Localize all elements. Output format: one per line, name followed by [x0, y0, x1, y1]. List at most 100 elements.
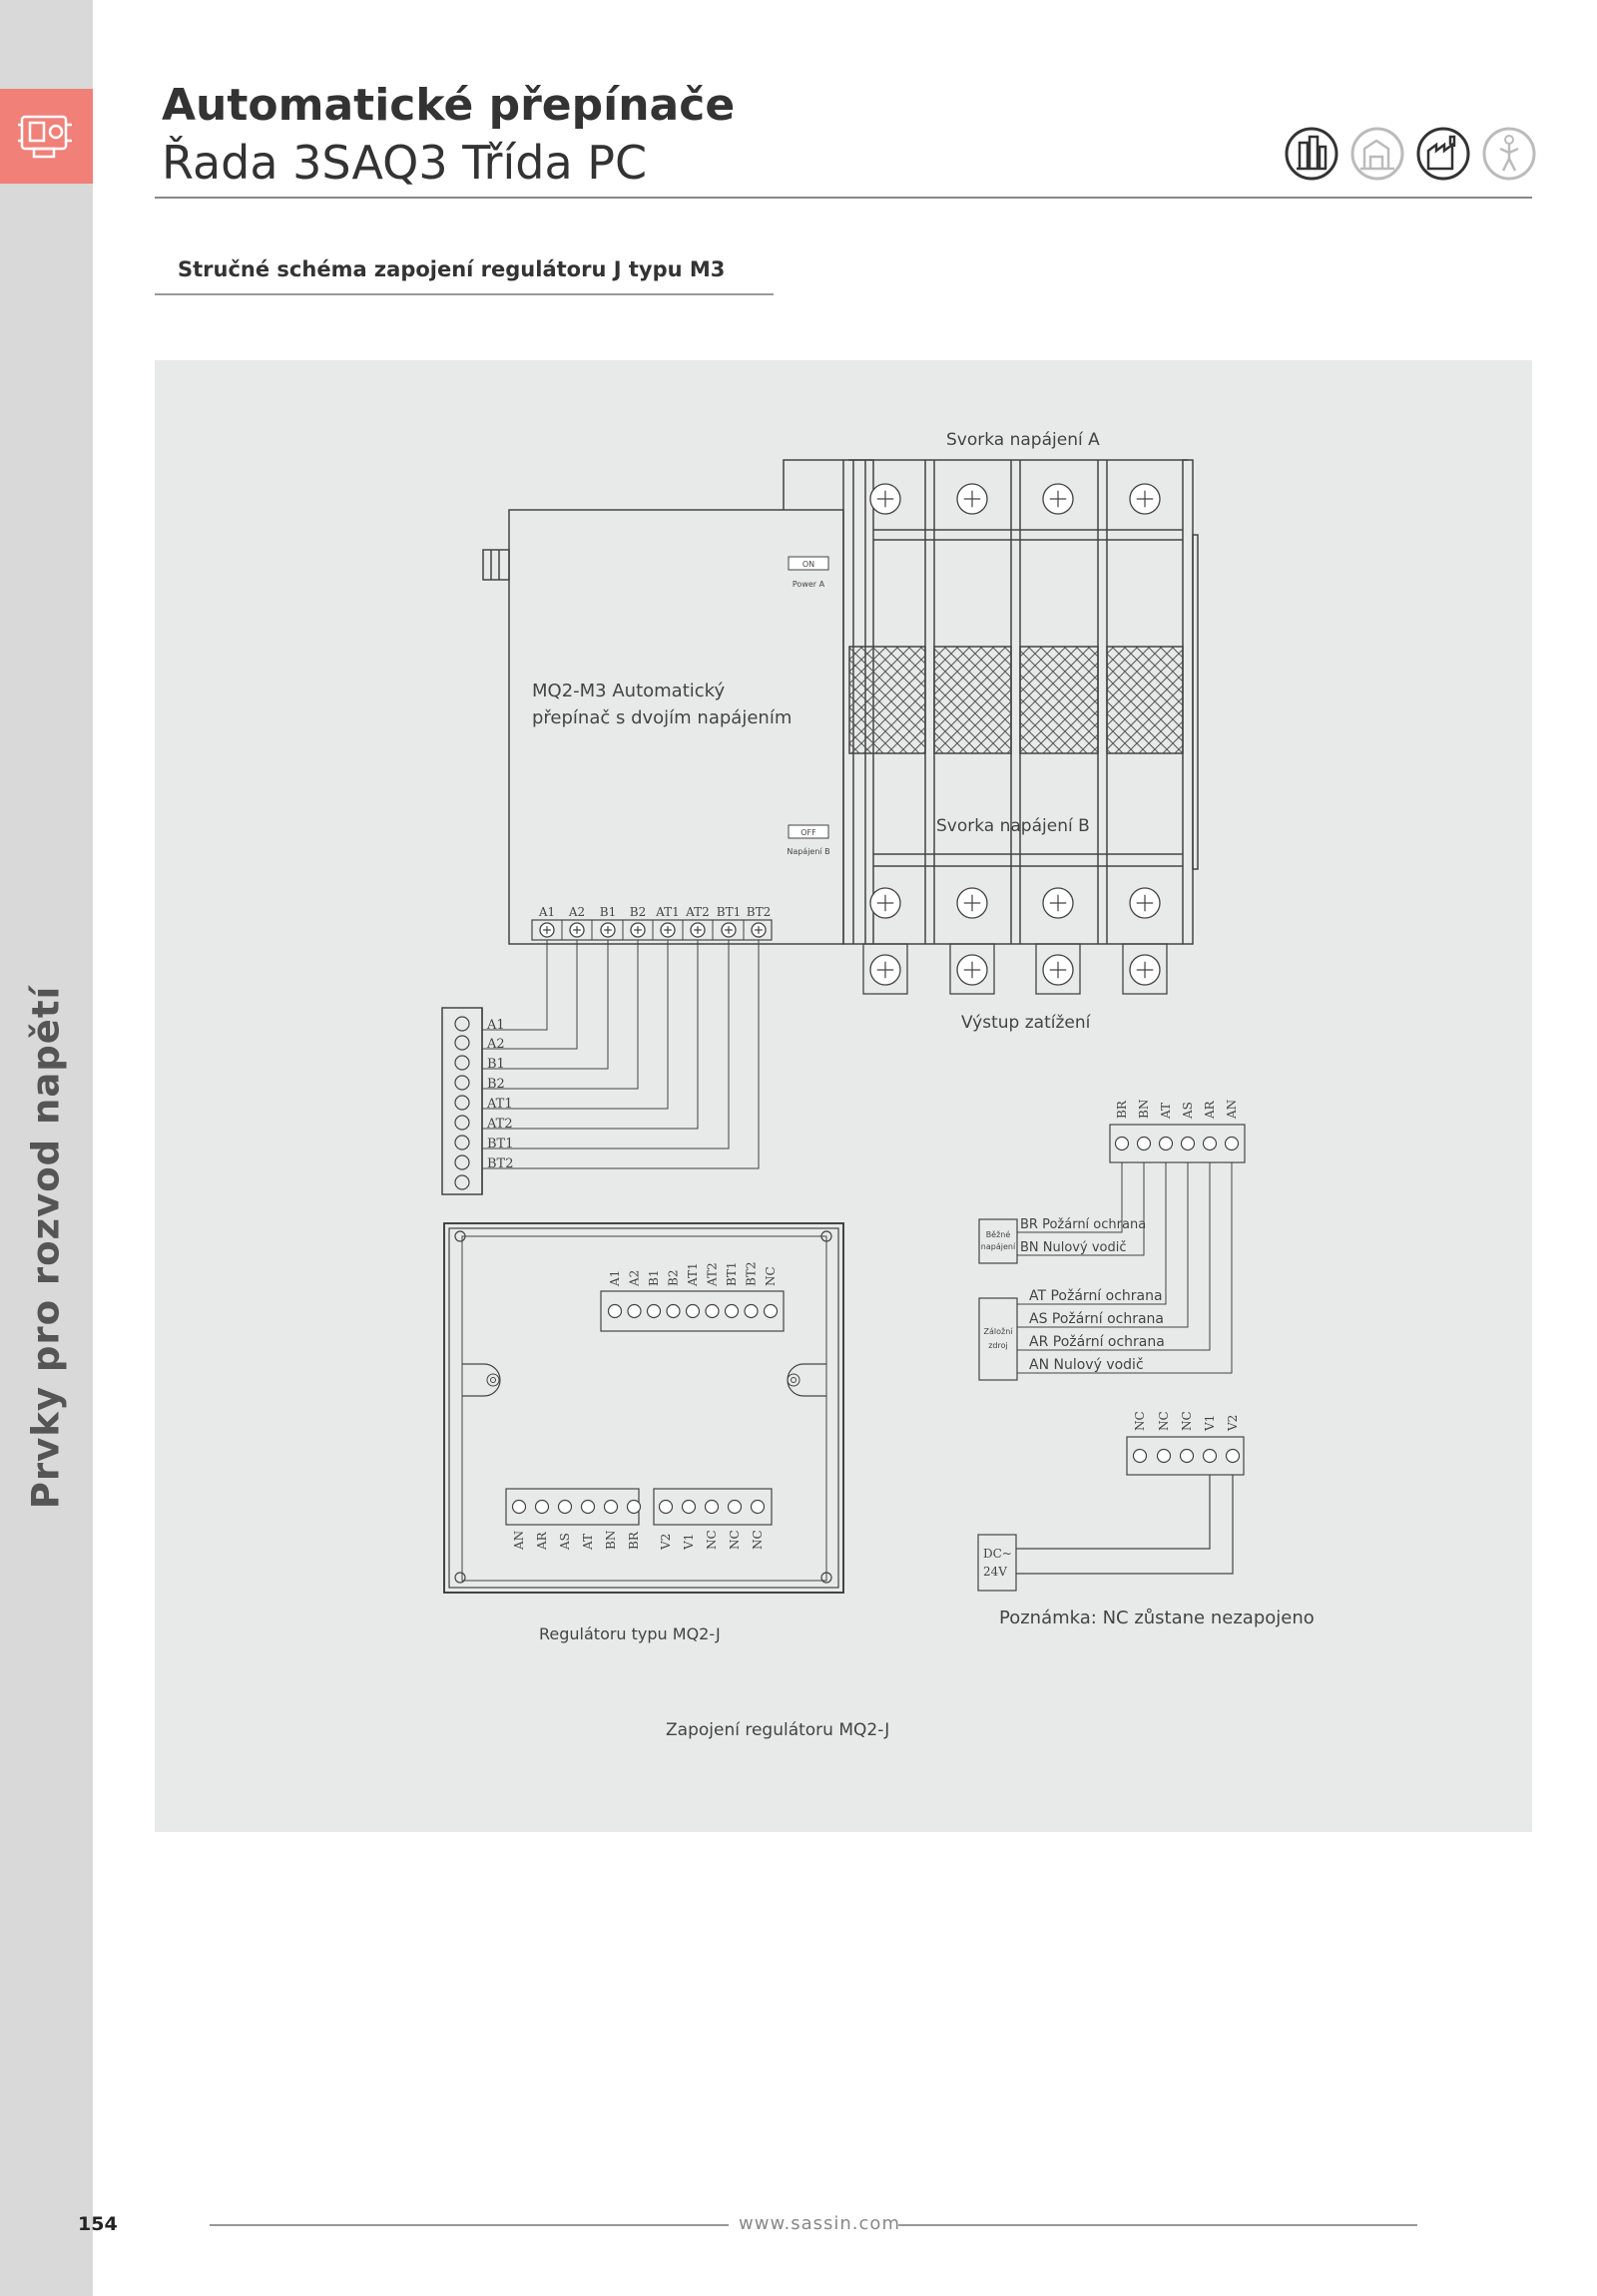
device-terminal-AT2 [690, 922, 706, 938]
device-terminal-label: B1 [600, 905, 616, 919]
footer-line-left [210, 2224, 729, 2226]
controller-top-label: AT1 [686, 1262, 700, 1287]
strip-terminal-label: A2 [486, 1037, 505, 1052]
footer-line-right [898, 2224, 1417, 2226]
strip-terminal-label: A1 [486, 1018, 505, 1033]
screw-b-3 [1042, 887, 1074, 919]
page-title: Automatické přepínače [162, 80, 736, 131]
controller-top-terminal [666, 1303, 681, 1319]
fire-terminal-label: AR [1203, 1100, 1217, 1120]
fire-terminal [1224, 1136, 1240, 1151]
controller-bottom-right-terminal [658, 1499, 674, 1515]
main-supply-wire [1017, 1162, 1145, 1256]
strip-wire [482, 940, 578, 1050]
strip-terminal-hole [454, 1055, 470, 1071]
controller-top-terminal [705, 1303, 720, 1319]
header-icons [1283, 125, 1537, 183]
controller-bottom-left-label: AS [558, 1533, 572, 1551]
strip-terminal-hole [454, 1115, 470, 1131]
strip-terminal-hole [454, 1135, 470, 1150]
backup-supply-line-label: AS Požární ochrana [1029, 1311, 1164, 1327]
main-supply-line-label: BN Nulový vodič [1020, 1240, 1126, 1255]
dc-terminal [1156, 1448, 1172, 1464]
dc-box [977, 1534, 1017, 1592]
device-terminal-B1 [600, 922, 616, 938]
fire-terminal [1158, 1136, 1174, 1151]
backup-supply-line-label: AT Požární ochrana [1029, 1288, 1163, 1304]
controller-label: Regulátoru typu MQ2-J [539, 1624, 721, 1643]
load-output-screws [862, 943, 1168, 995]
screw-a-4 [1129, 483, 1161, 515]
strip-wire [482, 940, 639, 1090]
controller-top-label: NC [764, 1266, 778, 1286]
fire-terminal-label: AS [1181, 1102, 1195, 1120]
controller-top-label: A1 [608, 1270, 622, 1287]
device-terminal-A1 [539, 922, 555, 938]
controller-bottom-left-terminal [534, 1499, 550, 1515]
backup-supply-wire [1017, 1162, 1167, 1305]
dc-terminal-label: V1 [1203, 1415, 1217, 1432]
screw-a-2 [956, 483, 988, 515]
screw-b-4 [1129, 887, 1161, 919]
controller-top-label: AT2 [706, 1262, 720, 1287]
section-divider [155, 293, 774, 295]
svg-text:24V: 24V [983, 1565, 1007, 1579]
building-icon [1285, 127, 1338, 181]
off-label: OFF [800, 828, 816, 837]
screw-b-2 [956, 887, 988, 919]
supply-b-label: Svorka napájení B [936, 816, 1090, 836]
dc-terminal-label: V2 [1226, 1415, 1240, 1432]
strip-wires [482, 940, 760, 1169]
controller-bottom-right-label: V2 [659, 1534, 673, 1551]
controller-body [443, 1222, 844, 1594]
device-terminal-BT2 [751, 922, 767, 938]
strip-terminal-label: AT1 [486, 1097, 513, 1112]
footer-website: www.sassin.com [739, 2213, 900, 2234]
supply-a-label: Svorka napájení A [946, 430, 1100, 450]
screw-out-1 [869, 954, 901, 986]
controller-bottom-left-terminal [626, 1499, 642, 1515]
backup-supply-wire [1017, 1162, 1233, 1374]
screw-out-3 [1042, 954, 1074, 986]
controller-bottom-left-label: AN [512, 1531, 526, 1551]
sidebar-vertical-title: Prvky pro rozvod napětí [24, 985, 68, 1510]
strip-terminal-hole [454, 1154, 470, 1170]
strip-terminal-hole [454, 1095, 470, 1111]
strip-wire [482, 940, 760, 1169]
backup-supply-wire [1017, 1162, 1189, 1328]
controller-bottom-right-terminal [681, 1499, 697, 1515]
screw-b-1 [869, 887, 901, 919]
person-icon [1482, 127, 1536, 181]
strip-wire [482, 940, 548, 1031]
controller-bottom-left-terminal [557, 1499, 573, 1515]
controller-top-label: BT1 [725, 1262, 739, 1286]
backup-supply-wire [1017, 1162, 1211, 1351]
controller-bottom-right-terminal [727, 1499, 743, 1515]
controller-bottom-left-terminal [580, 1499, 596, 1515]
dc-terminal-label: NC [1157, 1411, 1171, 1431]
controller-top-label: A2 [628, 1270, 642, 1287]
device-terminal-label: BT1 [717, 905, 741, 919]
dc-terminal [1179, 1448, 1195, 1464]
backup-supply-box [978, 1297, 1018, 1381]
strip-terminal-label: B1 [487, 1057, 505, 1072]
controller-top-terminal [763, 1303, 779, 1319]
controller-top-terminal [724, 1303, 740, 1319]
controller-bottom-right-label: NC [705, 1530, 719, 1550]
backup-supply-line-label: AN Nulový vodič [1029, 1357, 1144, 1373]
page-number: 154 [78, 2213, 118, 2235]
factory-icon [1416, 127, 1470, 181]
device-terminal-B2 [630, 922, 646, 938]
supply-b-screws [869, 887, 1161, 919]
device-label-1: MQ2-M3 Automatický [532, 681, 725, 701]
device-terminal-A2 [569, 922, 585, 938]
svg-text:Záložní: Záložní [984, 1327, 1014, 1336]
controller-bottom-left-terminal [511, 1499, 527, 1515]
note: Poznámka: NC zůstane nezapojeno [999, 1607, 1315, 1628]
fire-terminal [1136, 1136, 1152, 1151]
controller-top-terminal [685, 1303, 701, 1319]
strip-wire [482, 940, 609, 1070]
